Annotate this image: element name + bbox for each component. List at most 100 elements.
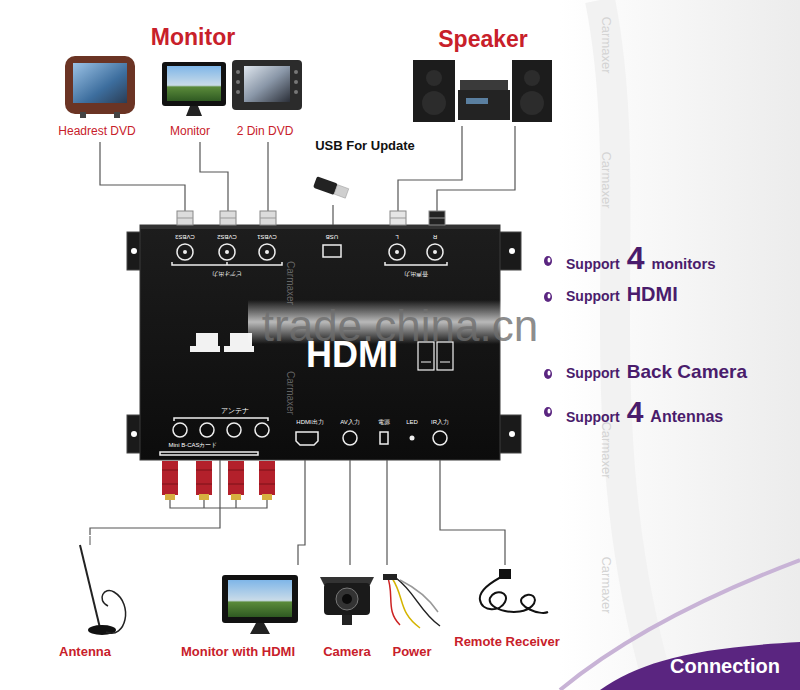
- device-node: Speaker: [405, 22, 560, 126]
- port-label: L: [395, 234, 398, 241]
- feature-text: 4: [627, 397, 644, 427]
- two-din-dvd-illustration: [232, 60, 302, 110]
- mounting-flange: [127, 232, 521, 453]
- connection-wire: [200, 142, 228, 225]
- port-label: R: [433, 234, 437, 241]
- power-cable-illustration: [383, 574, 440, 628]
- port-label: Mini B-CASカード: [168, 442, 217, 449]
- feature-line: Support HDMI: [566, 284, 685, 304]
- hdmi-monitor-illustration: [222, 575, 298, 634]
- panel-decoration: [190, 333, 254, 352]
- device-label: 2 Din DVD: [237, 125, 294, 138]
- feature-line: Support 4 Antennas: [566, 397, 730, 427]
- watermark: Carmaxer: [599, 421, 613, 478]
- port-label: ビデオ出力: [212, 271, 242, 278]
- feature-text: HDMI: [627, 284, 678, 304]
- port-label: USB: [326, 234, 338, 241]
- device-node: Remote Receiver: [445, 565, 570, 650]
- watermark: Carmaxer: [599, 556, 613, 613]
- connection-wire: [349, 460, 350, 565]
- rca-connector: [177, 211, 445, 225]
- port-label: アンテナ: [221, 407, 249, 415]
- feature-text: Antennas: [650, 409, 723, 425]
- watermark: trade.china.cn: [262, 302, 538, 350]
- feature-text: Support: [566, 410, 620, 424]
- headrest-dvd-illustration: [65, 56, 135, 118]
- device-label: USB For Update: [315, 139, 415, 153]
- watermark: Carmaxer: [285, 261, 296, 305]
- port-symbols: [172, 244, 447, 265]
- device-body: [140, 225, 500, 460]
- connection-wire: [298, 460, 305, 565]
- background-wave: [600, 0, 660, 690]
- group-heading: Speaker: [438, 27, 528, 52]
- connection-wire: [90, 460, 220, 535]
- device-node: Antenna: [50, 535, 140, 662]
- port-label: CVBS3: [175, 234, 195, 241]
- usb-stick-illustration: [313, 176, 349, 199]
- antenna-bracket: [170, 500, 267, 508]
- port-label: AV入力: [340, 419, 360, 426]
- device-label: Headrest DVD: [58, 125, 135, 138]
- remote-receiver-illustration: [480, 570, 548, 613]
- connection-wire: [398, 126, 462, 225]
- port-symbols: [160, 418, 447, 455]
- feature-line: Support Back Camera: [566, 362, 754, 381]
- device-label: Monitor: [170, 125, 210, 138]
- connection-wire: [267, 142, 268, 225]
- port-label: HDMI出力: [296, 419, 323, 426]
- feature-line: Support4monitors: [566, 242, 723, 274]
- feature-text: Support: [566, 289, 620, 303]
- port-label: LED: [406, 419, 418, 426]
- device-node: USB For Update: [300, 137, 440, 205]
- connection-wire: [437, 126, 515, 225]
- device-node: Monitor with HDMI: [175, 565, 305, 662]
- device-label: Power: [392, 645, 431, 659]
- feature-text: Back Camera: [627, 362, 747, 381]
- watermark: Carmaxer: [599, 151, 613, 208]
- device-label: Monitor with HDMI: [181, 645, 295, 659]
- logo-marks: [418, 342, 453, 370]
- port-label: CVBS2: [217, 234, 237, 241]
- bullets: [544, 256, 552, 417]
- section-band: Connection: [630, 645, 800, 690]
- device-node: Headrest DVD: [55, 50, 145, 142]
- port-label: CVBS1: [257, 234, 277, 241]
- feature-text: monitors: [651, 256, 715, 271]
- purple-band: [600, 642, 800, 690]
- connection-wire: [440, 460, 505, 565]
- monitor-illustration: [162, 62, 226, 116]
- feature-text: Support: [566, 366, 620, 380]
- device-label: Antenna: [59, 645, 111, 659]
- section-title: Connection: [670, 655, 780, 677]
- watermark: Carmaxer: [285, 371, 296, 415]
- purple-swoosh: [560, 560, 800, 690]
- connection-wire: [100, 142, 185, 225]
- device-node: Camera: [318, 565, 376, 662]
- logo-text: HDMI: [306, 335, 398, 375]
- device-node: Monitor: [155, 50, 230, 142]
- speaker-illustration: [413, 60, 552, 122]
- device-label: Camera: [323, 645, 371, 659]
- device-label: Remote Receiver: [454, 635, 560, 649]
- background-panel: [560, 0, 800, 690]
- tuner-box: CVBS3CVBS2CVBS1ビデオ出力USBLR音声出力CarmaxerHDM…: [140, 225, 500, 460]
- port-label: IR入力: [431, 419, 449, 426]
- group-heading: Monitor: [151, 25, 235, 50]
- antenna-connector: [162, 461, 275, 500]
- port-label: 音声出力: [404, 271, 428, 278]
- device-node: 2 Din DVD: [230, 50, 305, 142]
- feature-text: 4: [627, 242, 645, 274]
- camera-illustration: [320, 577, 374, 625]
- connection-wire: [332, 205, 333, 225]
- watermark-band: [248, 300, 560, 344]
- antenna-illustration: [80, 536, 126, 635]
- port-label: 電源: [378, 419, 390, 426]
- connection-wire: [386, 460, 387, 565]
- watermark: Carmaxer: [599, 16, 613, 73]
